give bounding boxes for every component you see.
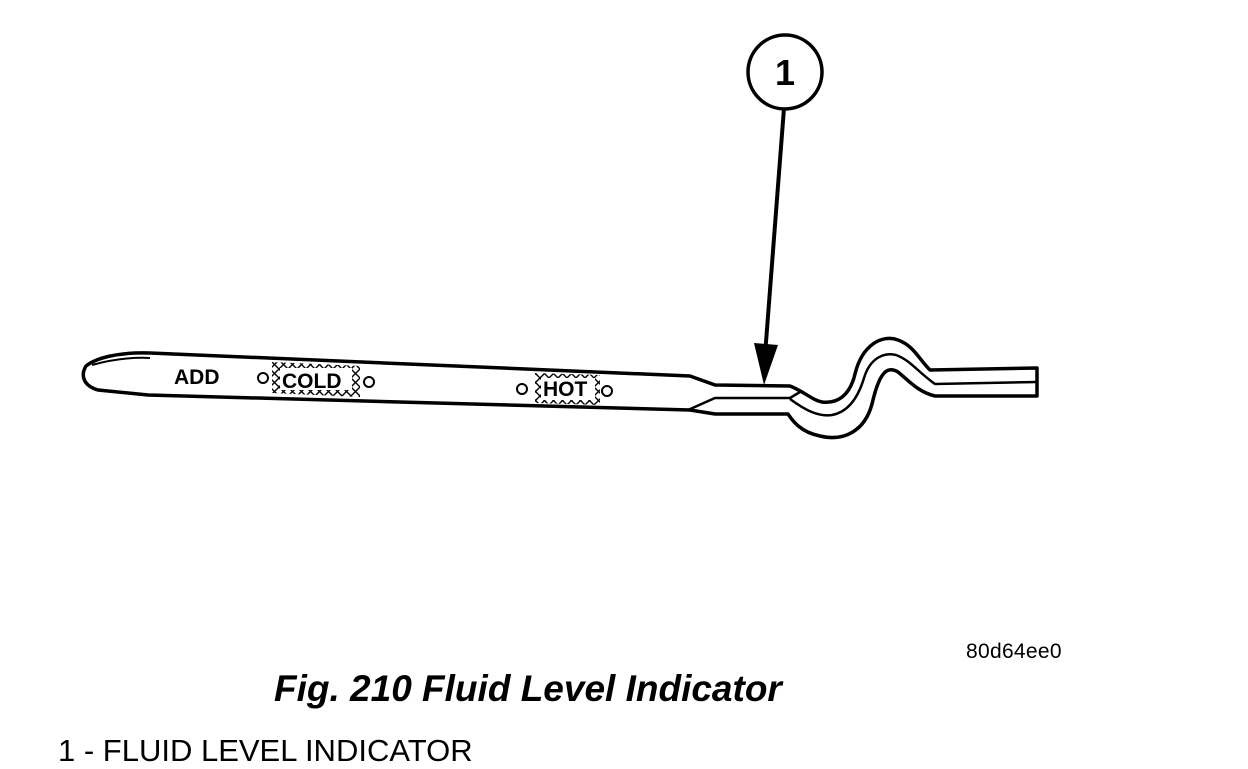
cold-left-hole	[257, 372, 269, 384]
figure-caption: Fig. 210 Fluid Level Indicator	[274, 668, 782, 709]
callout-1: 1	[746, 33, 824, 385]
callout-number: 1	[775, 52, 795, 93]
callout-leader-line	[763, 107, 786, 356]
hot-label-backdrop	[541, 378, 595, 400]
cold-label-backdrop	[280, 368, 352, 390]
hot-right-hole	[601, 385, 613, 397]
callout-arrowhead	[754, 343, 778, 385]
hot-left-hole	[516, 383, 528, 395]
dipstick-tip-line	[91, 356, 151, 366]
dipstick: ADD COLD HOT	[81, 336, 1039, 440]
add-mark-label: ADD	[174, 366, 220, 389]
dipstick-wire-inner-line	[789, 353, 1038, 417]
dipstick-shoulder-line	[687, 390, 801, 412]
callout-circle	[746, 33, 824, 111]
hot-mark-label: HOT	[543, 378, 588, 401]
legend-item: 1 - FLUID LEVEL INDICATOR	[58, 733, 473, 768]
cold-right-hole	[363, 376, 375, 388]
image-code: 80d64ee0	[966, 640, 1062, 663]
cold-mark-label: COLD	[282, 370, 342, 393]
